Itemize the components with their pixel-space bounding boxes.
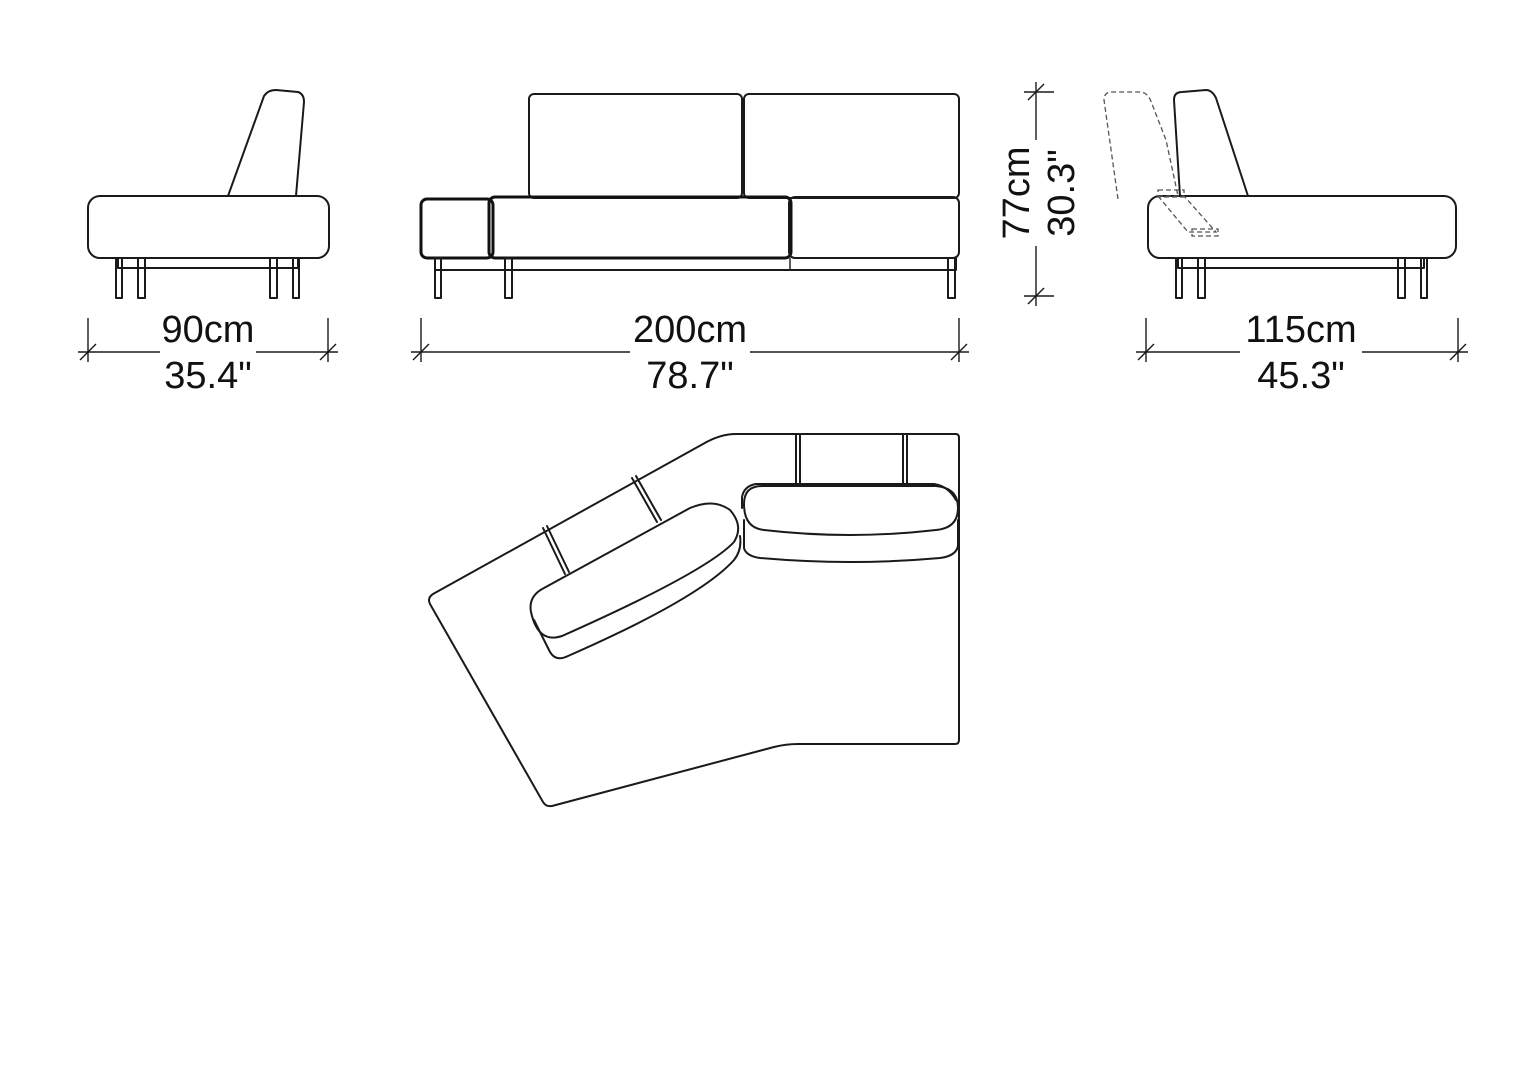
- side-right-leg: [1197, 257, 1206, 299]
- height-dimension: 77cm 30.3": [996, 82, 1083, 306]
- dim-height-metric: 77cm: [996, 147, 1038, 240]
- dim-side-right-metric: 115cm: [1245, 309, 1356, 351]
- side-right-backrest: [1173, 89, 1249, 197]
- side-left-leg: [115, 257, 123, 299]
- side-left-leg: [137, 257, 146, 299]
- dim-front-metric: 200cm: [633, 309, 747, 351]
- top-backrest-divider: [635, 475, 662, 521]
- top-outline: [428, 433, 960, 808]
- dim-side-right-imperial: 45.3": [1257, 355, 1344, 397]
- front-base-frame: [434, 257, 957, 271]
- dim-tick: [1137, 343, 1155, 361]
- top-backrest-inner: [741, 483, 957, 509]
- side-left-seat: [87, 195, 330, 259]
- front-seat-cushion: [788, 196, 960, 259]
- top-backrest-divider: [546, 525, 570, 573]
- top-seat-cushion: [529, 502, 740, 639]
- front-view: 200cm 78.7": [411, 93, 969, 397]
- top-seat-cushion-front: [533, 535, 742, 660]
- side-right-mechanism: [1156, 195, 1218, 233]
- dim-tick: [412, 343, 430, 361]
- dim-tick: [79, 343, 97, 361]
- front-armrest: [419, 197, 495, 260]
- side-right-seat: [1147, 195, 1457, 259]
- dim-tick: [319, 343, 337, 361]
- top-backrest-divider: [631, 477, 658, 523]
- top-view: [428, 433, 960, 808]
- front-leg: [504, 257, 513, 299]
- dim-height-imperial: 30.3": [1041, 149, 1083, 236]
- side-left-backrest: [227, 89, 305, 197]
- side-right-backrest-reclined: [1103, 91, 1179, 200]
- side-right-leg: [1175, 257, 1183, 299]
- side-view-left: 90cm 35.4": [78, 89, 338, 397]
- dim-tick: [950, 343, 968, 361]
- dim-side-left-metric: 90cm: [162, 309, 255, 351]
- side-right-mechanism-plate: [1157, 189, 1185, 198]
- dim-side-left-imperial: 35.4": [164, 355, 251, 397]
- front-backrest-cushion: [743, 93, 960, 199]
- dim-tick: [1027, 287, 1045, 305]
- side-right-frame: [1177, 257, 1425, 269]
- top-seat-cushion-front: [743, 519, 959, 563]
- side-left-leg: [292, 257, 300, 299]
- top-backrest-divider: [542, 527, 566, 575]
- front-backrest-cushion: [528, 93, 743, 199]
- dim-front-imperial: 78.7": [646, 355, 733, 397]
- front-seat-cushion: [487, 195, 793, 260]
- side-right-leg: [1420, 257, 1428, 299]
- side-left-leg: [269, 257, 278, 299]
- side-right-mechanism-plate: [1191, 228, 1219, 237]
- dim-tick: [1027, 83, 1045, 101]
- dim-tick: [1449, 343, 1467, 361]
- side-view-right: 115cm 45.3": [1103, 89, 1468, 397]
- top-seat-cushion: [743, 485, 959, 536]
- front-leg: [947, 257, 956, 299]
- front-leg: [434, 257, 442, 299]
- side-right-leg: [1397, 257, 1406, 299]
